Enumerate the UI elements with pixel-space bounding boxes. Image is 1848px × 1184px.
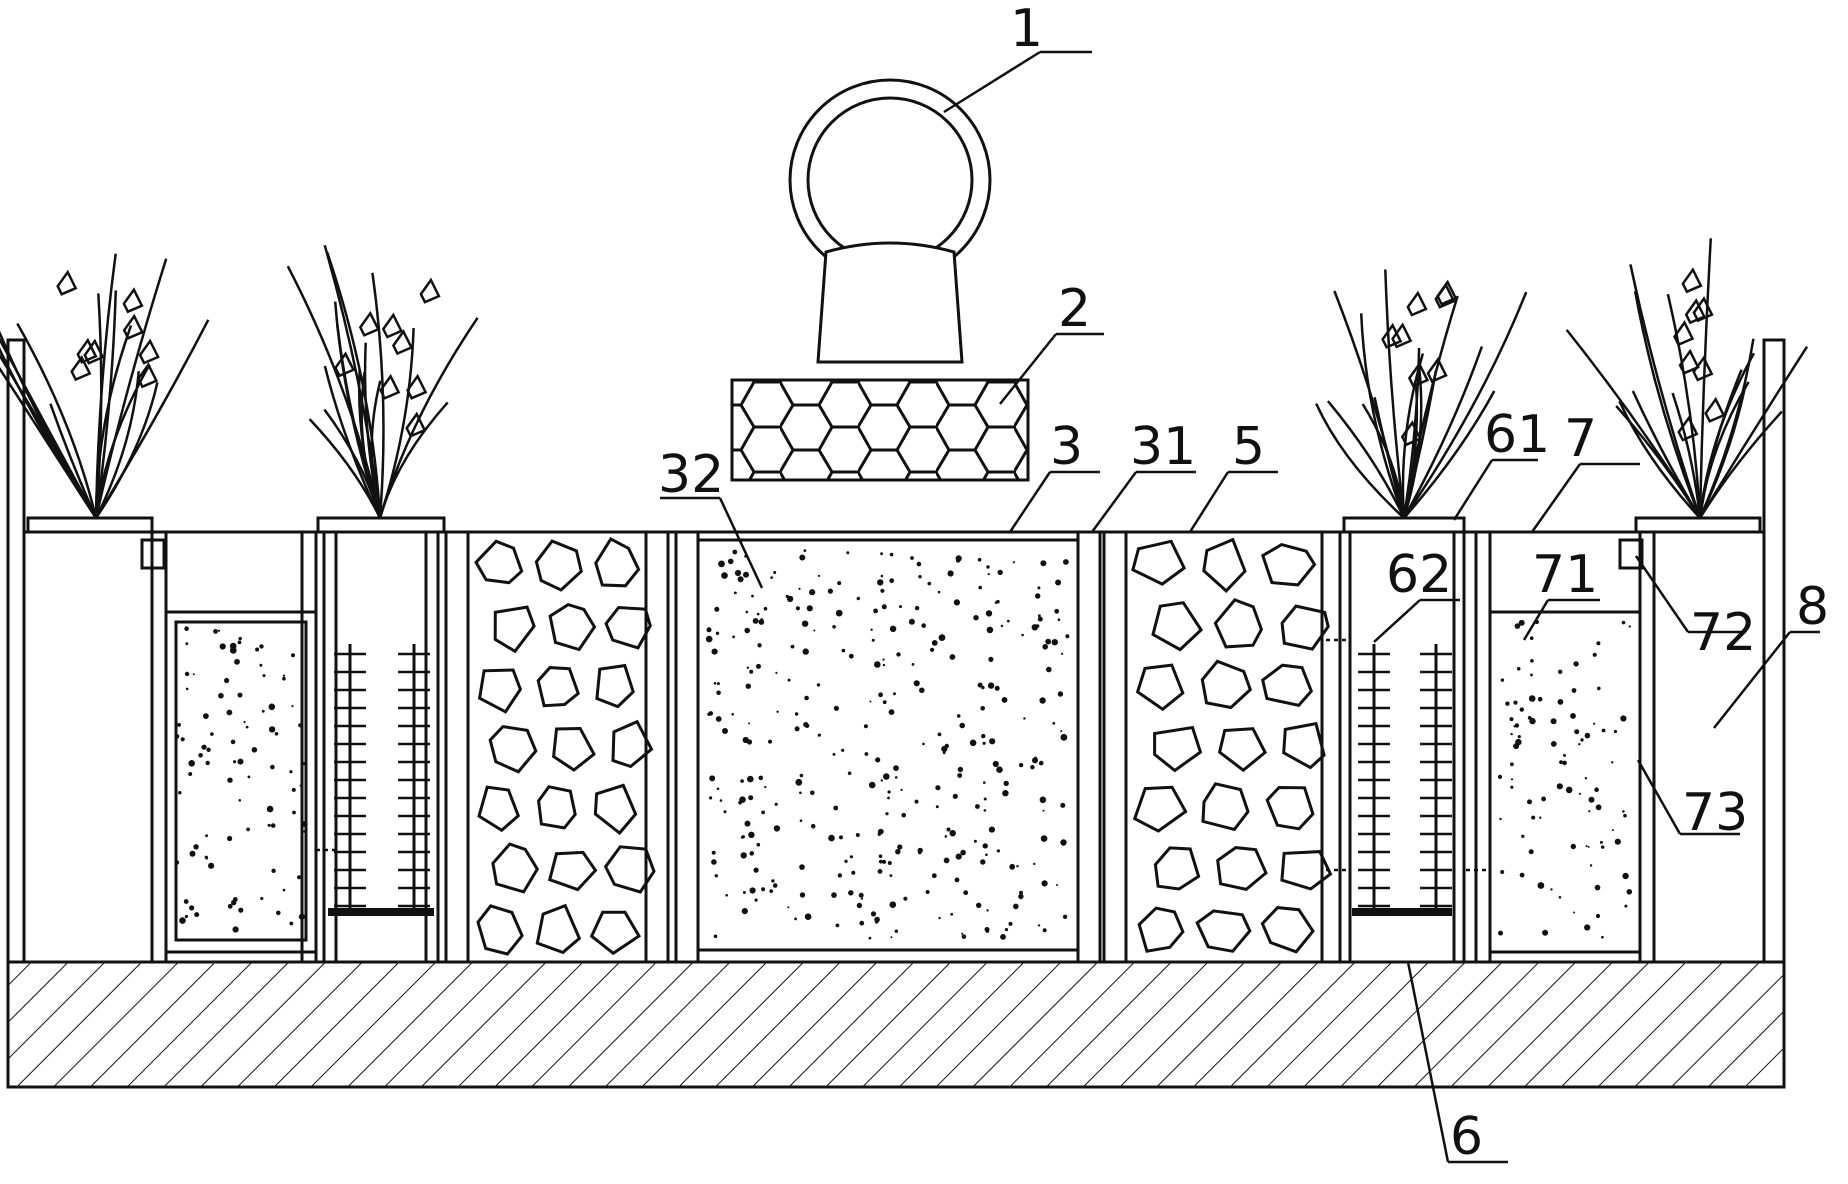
left-side-cell [26, 516, 318, 964]
callout-5: 5 [1232, 417, 1265, 477]
callout-7: 7 [1564, 409, 1597, 469]
callout-62: 62 [1386, 545, 1452, 605]
left-plant-pot [316, 516, 446, 964]
right-stone-layer [1102, 530, 1324, 964]
callout-3: 3 [1050, 417, 1083, 477]
right-side-cell [1474, 516, 1762, 964]
callout-2: 2 [1058, 279, 1091, 339]
callout-32: 32 [658, 445, 724, 505]
callout-1: 1 [1010, 0, 1043, 59]
callout-6: 6 [1450, 1107, 1483, 1167]
callout-72: 72 [1690, 603, 1756, 663]
callout-31: 31 [1130, 417, 1196, 477]
plants-layer [0, 238, 1809, 519]
leader-lines [660, 50, 1820, 1164]
inflow-pipe [788, 78, 992, 364]
callout-8: 8 [1796, 577, 1829, 637]
left-stone-layer [444, 530, 670, 964]
callout-labels: 1 2 3 31 32 5 61 6 62 7 71 72 73 8 [658, 0, 1829, 1167]
center-column [446, 530, 1340, 964]
callout-61: 61 [1484, 405, 1550, 465]
right-plant-pot [1338, 516, 1466, 964]
callout-71: 71 [1532, 545, 1598, 605]
ground-slab [6, 960, 1786, 1089]
callout-73: 73 [1682, 783, 1748, 843]
texture-layer [174, 537, 1633, 956]
distributor-block [730, 378, 1030, 482]
